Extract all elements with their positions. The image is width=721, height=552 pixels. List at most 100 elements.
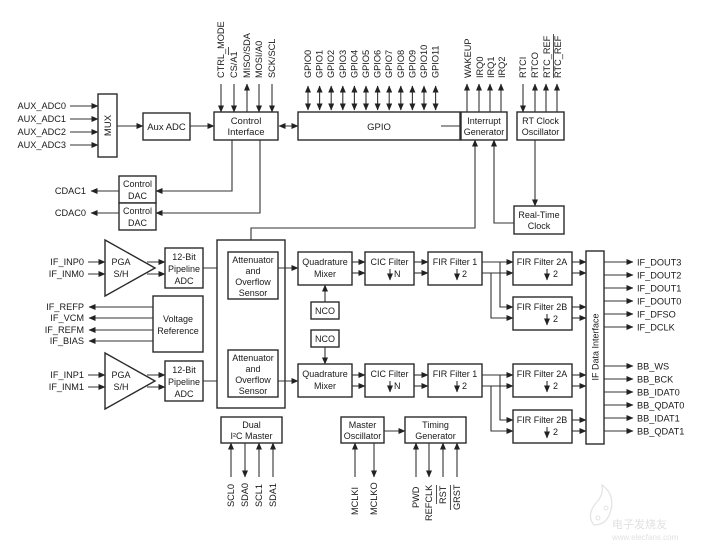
attenuator-0-block: Attenuator and Overflow Sensor <box>227 251 279 300</box>
decimation-factor: 2 <box>553 427 558 437</box>
control-dac-label: Control <box>123 179 152 189</box>
aux-adc-label: Aux ADC <box>147 122 186 133</box>
bb-outputs: BB_WS BB_BCK BB_IDAT0BB_QDAT0BB_IDAT1BB_QD… <box>604 362 684 437</box>
pin-label: SCL0 <box>226 484 236 507</box>
attenuator-label: Overflow <box>235 277 271 287</box>
bb-output-label: BB_BCK <box>637 375 674 385</box>
pin-label: RTCI <box>518 57 528 78</box>
quadrature-mixer-label: Quadrature <box>302 369 348 379</box>
gpio-pin-label: GPIO9 <box>407 50 417 78</box>
pin-label: IRQ1 <box>486 57 496 78</box>
gpio-label: GPIO <box>367 122 391 133</box>
pin-label: SDA0 <box>240 483 250 507</box>
mux-block: MUX <box>97 93 118 158</box>
control-dac-label: DAC <box>128 191 148 201</box>
vref-pin-label: IF_VCM <box>50 313 84 323</box>
pga-label: S/H <box>113 269 128 279</box>
pin-label: MISO/SDA <box>242 32 252 78</box>
if-input-label: IF_INP1 <box>50 370 84 380</box>
nco-1: NCO <box>310 329 340 348</box>
pin-label: MOSI/A0 <box>254 41 264 78</box>
i2c-master-label: Dual <box>242 420 261 430</box>
control-dac-label: DAC <box>128 218 148 228</box>
i2c-pins: SCL0 SDA0 SCL1 SDA1 <box>226 442 278 507</box>
aux-input-label: AUX_ADC1 <box>17 114 66 124</box>
fir-filter-label: FIR Filter 2B <box>517 302 568 312</box>
interrupt-generator-block: Interrupt Generator <box>460 111 508 141</box>
control-dac-0-block: Control DAC <box>118 202 157 231</box>
timing-generator-label: Timing <box>422 420 449 430</box>
voltage-reference-label: Reference <box>157 326 199 336</box>
gpio-block: GPIO <box>297 111 461 141</box>
pin-label: RTC_REF <box>542 35 552 78</box>
pin-label: PWD <box>411 486 421 508</box>
real-time-clock-label: Clock <box>528 221 551 231</box>
fir-filter-label: FIR Filter 2A <box>517 257 568 267</box>
nco-0: NCO <box>310 301 340 320</box>
pga-sh-1: PGA S/H <box>104 351 157 411</box>
watermark-node-icon <box>595 515 601 521</box>
control-interface-label: Control <box>231 116 262 127</box>
rt-clock-oscillator-label: Oscillator <box>522 127 560 137</box>
master-oscillator-label: Master <box>349 420 377 430</box>
watermark-logo-icon <box>589 483 613 526</box>
pin-label: IRQ0 <box>475 57 485 78</box>
interrupt-generator-label: Generator <box>464 127 505 137</box>
cdac-output-label: CDAC0 <box>55 208 86 218</box>
attenuator-label: and <box>245 364 260 374</box>
attenuator-label: and <box>245 266 260 276</box>
pin-label: GRST <box>452 484 462 510</box>
quadrature-mixer-label: Mixer <box>314 269 336 279</box>
control-dac-label: Control <box>123 206 152 216</box>
gpio-pin-label: GPIO8 <box>396 50 406 78</box>
interrupt-generator-label: Interrupt <box>467 116 501 126</box>
quadrature-mixer-label: Quadrature <box>302 257 348 267</box>
pipeline-adc-label: Pipeline <box>168 264 200 274</box>
bb-output-label: BB_IDAT0 <box>637 388 680 398</box>
attenuator-label: Overflow <box>235 375 271 385</box>
control-dac-1-block: Control DAC <box>118 175 157 204</box>
control-pins: CTRL_MODE CS/A1 MISO/SDA MOSI/A0 SCK/SCL <box>216 21 277 113</box>
decimation-factor: 2 <box>553 381 558 391</box>
gpio-pin-label: GPIO0 <box>303 50 313 78</box>
decimation-factor: N <box>394 381 401 391</box>
master-oscillator-block: Master Oscillator <box>340 416 385 444</box>
bb-output-label: BB_WS <box>637 362 669 372</box>
gpio-pin-label: GPIO7 <box>384 50 394 78</box>
pipeline-adc-label: 12-Bit <box>172 365 196 375</box>
if-output-label: IF_DOUT2 <box>637 271 681 281</box>
decimation-factor: 2 <box>462 381 467 391</box>
if-input-label: IF_INM1 <box>49 382 84 392</box>
gpio-pin-label: GPIO11 <box>431 45 441 78</box>
bb-output-label: BB_IDAT1 <box>637 414 680 424</box>
attenuator-1-block: Attenuator and Overflow Sensor <box>227 349 279 398</box>
pipeline-adc-label: Pipeline <box>168 377 200 387</box>
master-oscillator-label: Oscillator <box>344 431 382 441</box>
gpio-pin-label: GPIO6 <box>373 50 383 78</box>
bb-output-label: BB_QDAT1 <box>637 427 684 437</box>
attenuator-label: Attenuator <box>232 353 274 363</box>
quadrature-mixer-1: Quadrature Mixer <box>297 363 353 398</box>
pga-sh-0: PGA S/H <box>104 238 157 298</box>
pin-label: REFCLK <box>424 484 434 521</box>
watermark: 电子发烧友 www.elecfans.com <box>589 483 679 542</box>
quadrature-mixer-0: Quadrature Mixer <box>297 251 353 286</box>
real-time-clock-block: Real-Time Clock <box>513 205 565 235</box>
gpio-pin-label: GPIO3 <box>338 50 348 78</box>
aux-adc-inputs: AUX_ADC0 AUX_ADC1 AUX_ADC2 AUX_ADC3 <box>17 101 99 150</box>
if-data-interface-label: IF Data Interface <box>591 313 601 380</box>
bb-output-label: BB_QDAT0 <box>637 401 684 411</box>
pin-label: SDA1 <box>268 483 278 507</box>
fir-filter-2a-1: FIR Filter 2A 2 <box>512 363 573 398</box>
mclk-pins: MCLKI MCLKO <box>350 442 379 515</box>
fir-filter-2a-0: FIR Filter 2A 2 <box>512 251 573 286</box>
fir-filter-1-0: FIR Filter 1 2 <box>427 251 483 286</box>
aux-input-label: AUX_ADC0 <box>17 101 66 111</box>
cic-filter-label: CIC Filter <box>371 257 409 267</box>
decimation-factor: 2 <box>462 269 467 279</box>
cic-filter-label: CIC Filter <box>371 369 409 379</box>
gpio-pin-label: GPIO5 <box>361 50 371 78</box>
fir-filter-label: FIR Filter 1 <box>433 369 478 379</box>
pin-label: MCLKO <box>369 482 379 515</box>
